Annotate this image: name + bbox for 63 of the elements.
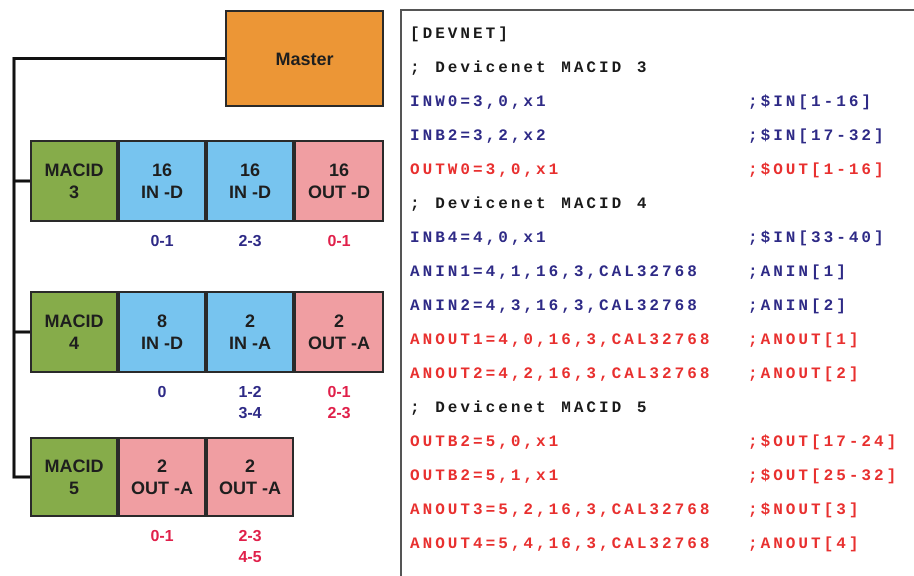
- address-label: 2-3: [238, 232, 262, 252]
- code-line: ;$OUT[17-24]: [748, 432, 900, 452]
- code-line: ;$IN[1-16]: [748, 92, 874, 112]
- address-label: 0-1: [327, 383, 351, 403]
- address-label: 2-3: [327, 404, 351, 424]
- input-module-box: [118, 140, 206, 222]
- code-line: ; Devicenet MACID 3: [410, 58, 650, 78]
- address-label: 3-4: [238, 404, 262, 424]
- output-module-box: [206, 437, 294, 517]
- input-module-box: [206, 140, 294, 222]
- code-line: INB4=4,0,x1: [410, 228, 549, 248]
- address-label: 0: [158, 383, 166, 403]
- device-box: [30, 437, 118, 517]
- node-label: 2 IN -A: [229, 310, 271, 354]
- address-label: 4-5: [238, 548, 262, 568]
- node-label: MACID 4: [44, 310, 104, 354]
- code-line: ANOUT2=4,2,16,3,CAL32768: [410, 364, 712, 384]
- code-line: ANOUT3=5,2,16,3,CAL32768: [410, 500, 712, 520]
- code-line: OUTW0=3,0,x1: [410, 160, 562, 180]
- address-label: 1-2: [238, 383, 262, 403]
- node-label: MACID 3: [44, 159, 104, 203]
- output-module-box: [294, 291, 384, 373]
- code-line: ;$OUT[25-32]: [748, 466, 900, 486]
- code-line: ;ANIN[2]: [748, 296, 849, 316]
- code-line: INW0=3,0,x1: [410, 92, 549, 112]
- code-line: ;$IN[33-40]: [748, 228, 887, 248]
- node-label: 16 IN -D: [229, 159, 271, 203]
- master-box: [225, 10, 384, 107]
- node-label: 2 OUT -A: [308, 310, 370, 354]
- code-line: OUTB2=5,0,x1: [410, 432, 562, 452]
- node-label: MACID 5: [44, 455, 104, 499]
- node-label: 2 OUT -A: [219, 455, 281, 499]
- node-label: Master: [275, 48, 334, 70]
- code-line: ;$IN[17-32]: [748, 126, 887, 146]
- code-line: ;$OUT[1-16]: [748, 160, 887, 180]
- input-module-box: [118, 291, 206, 373]
- code-line: ANOUT4=5,4,16,3,CAL32768: [410, 534, 712, 554]
- code-line: ANIN2=4,3,16,3,CAL32768: [410, 296, 700, 316]
- code-line: ;ANIN[1]: [748, 262, 849, 282]
- code-line: OUTB2=5,1,x1: [410, 466, 562, 486]
- node-label: 8 IN -D: [141, 310, 183, 354]
- device-box: [30, 291, 118, 373]
- node-label: 16 OUT -D: [308, 159, 370, 203]
- address-label: 2-3: [238, 527, 262, 547]
- code-line: ;ANOUT[4]: [748, 534, 862, 554]
- code-line: ;ANOUT[2]: [748, 364, 862, 384]
- code-line: ANOUT1=4,0,16,3,CAL32768: [410, 330, 712, 350]
- address-label: 0-1: [150, 232, 174, 252]
- code-line: ; Devicenet MACID 5: [410, 398, 650, 418]
- code-line: INB2=3,2,x2: [410, 126, 549, 146]
- address-label: 0-1: [327, 232, 351, 252]
- node-label: 16 IN -D: [141, 159, 183, 203]
- node-label: 2 OUT -A: [131, 455, 193, 499]
- address-label: 0-1: [150, 527, 174, 547]
- code-line: ANIN1=4,1,16,3,CAL32768: [410, 262, 700, 282]
- code-line: ;ANOUT[1]: [748, 330, 862, 350]
- code-line: ;$NOUT[3]: [748, 500, 862, 520]
- device-box: [30, 140, 118, 222]
- code-line: ; Devicenet MACID 4: [410, 194, 650, 214]
- code-line: [DEVNET]: [410, 24, 511, 44]
- input-module-box: [206, 291, 294, 373]
- output-module-box: [294, 140, 384, 222]
- output-module-box: [118, 437, 206, 517]
